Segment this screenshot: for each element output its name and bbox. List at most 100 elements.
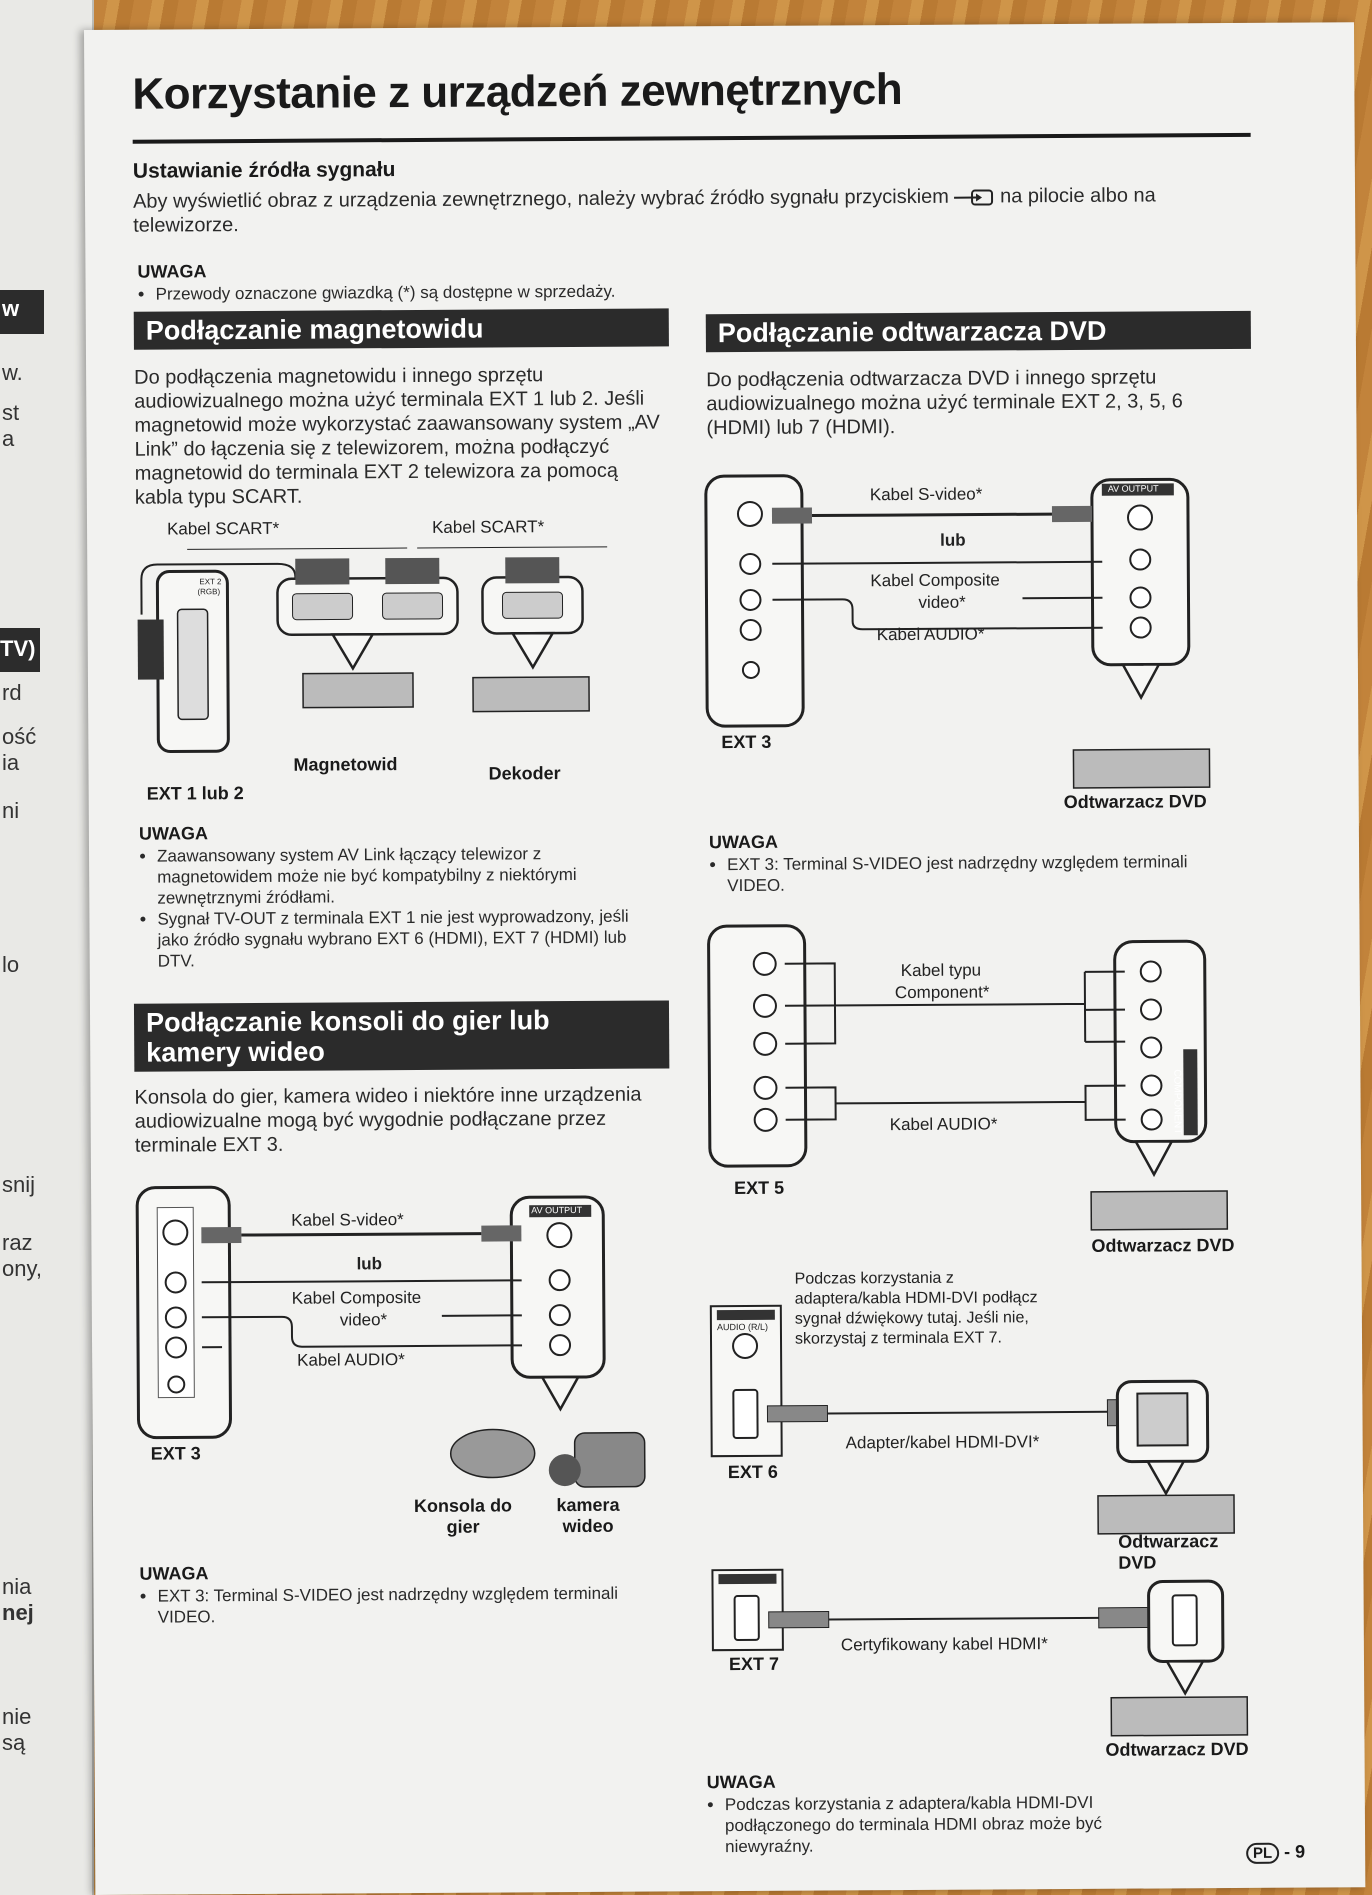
left-fragment: raz: [2, 1230, 33, 1255]
dvd-note1: EXT 3: Terminal S-VIDEO jest nadrzędny w…: [709, 851, 1209, 896]
dvd-svideo-label: Kabel S-video*: [869, 484, 983, 505]
dvd-ext6-port: EXT 6: [727, 1461, 778, 1483]
game-audio-label: Kabel AUDIO*: [297, 1350, 405, 1370]
component-tag: COMPONENT: [1171, 1069, 1183, 1135]
vcr-note-item: Zaawansowany system AV Link łączący tele…: [157, 843, 659, 909]
dvd-av-output: AV OUTPUT: [1107, 483, 1159, 494]
vcr-port-label: EXT 1 lub 2: [146, 783, 244, 804]
device-dekoder: Dekoder: [488, 763, 561, 784]
dvd-ext7-port: EXT 7: [728, 1653, 780, 1675]
left-fragment: nia: [2, 1574, 32, 1599]
dvd-audio-label: Kabel AUDIO*: [876, 624, 985, 645]
left-fragment: ni: [2, 798, 20, 823]
left-fragment: nej: [2, 1600, 34, 1625]
game-diagram-svg: [135, 1185, 646, 1488]
game-note: EXT 3: Terminal S-VIDEO jest nadrzędny w…: [140, 1583, 640, 1628]
left-tab-w: w: [0, 290, 44, 334]
dvd-ext7-diagram: Certyfikowany kabel HDMI* EXT 7 Odtwarza…: [708, 1561, 1259, 1794]
left-fragment: st: [2, 400, 20, 425]
device-magnetowid: Magnetowid: [293, 754, 398, 775]
dvd-composite-label-2: video*: [918, 592, 966, 612]
left-fragment: ony,: [2, 1256, 42, 1281]
device-konsola-line1: Konsola do: [413, 1495, 513, 1517]
dvd-ext3-port: EXT 3: [721, 731, 772, 753]
dvd-note2-item: Podczas korzystania z adaptera/kabla HDM…: [725, 1791, 1187, 1857]
vcr-section-bar: Podłączanie magnetowidu: [133, 308, 669, 350]
vcr-note-heading: UWAGA: [138, 823, 208, 844]
left-fragment: są: [2, 1730, 26, 1755]
dvd-ext6-svg: [709, 1304, 1235, 1535]
vcr-port-rgb: (RGB): [197, 587, 221, 597]
ext6-audio-label: AUDIO (R/L): [716, 1321, 768, 1333]
game-lub-label: lub: [356, 1254, 383, 1274]
ext6-info: Podczas korzystania z adaptera/kabla HDM…: [794, 1269, 1038, 1348]
game-text: Konsola do gier, kamera wideo i niektóre…: [134, 1083, 642, 1157]
page-lang-badge: PL: [1245, 1842, 1280, 1864]
game-note-heading: UWAGA: [139, 1563, 209, 1584]
vcr-diagram-svg: [137, 546, 608, 753]
dvd-ext5-device: Odtwarzacz DVD: [1091, 1234, 1235, 1256]
game-bar-line2: kamery wideo: [146, 1036, 325, 1068]
left-fragment: ość: [2, 724, 37, 749]
signal-heading: Ustawianie źródła sygnału: [132, 158, 396, 183]
left-tab-tv: TV): [0, 628, 40, 672]
game-port-label: EXT 3: [150, 1443, 201, 1464]
left-fragment: w.: [2, 360, 23, 385]
left-fragment: a: [2, 426, 15, 451]
vcr-port-small: EXT 2: [199, 577, 222, 587]
dvd-section-bar: Podłączanie odtwarzacza DVD: [705, 310, 1251, 353]
component-label-2: Component*: [894, 982, 990, 1003]
signal-text: Aby wyświetlić obraz z urządzenia zewnęt…: [133, 183, 1253, 238]
game-bar-line1: Podłączanie konsoli do gier lub: [145, 1005, 550, 1038]
game-diagram: Kabel S-video* lub Kabel Composite video…: [131, 1174, 693, 1547]
previous-page-edge: w w. st a TV) rd ość ia ni lo snij raz o…: [0, 0, 94, 1895]
left-fragment: rd: [2, 680, 22, 705]
dvd-ext3-svg: [704, 474, 1211, 789]
vcr-note: Zaawansowany system AV Link łączący tele…: [139, 843, 660, 972]
note-top-item: Przewody oznaczone gwiazdką (*) są dostę…: [156, 280, 738, 305]
game-composite-label-2: video*: [339, 1310, 388, 1330]
page-number: PL - 9: [1245, 1841, 1306, 1864]
left-fragment: snij: [2, 1172, 36, 1197]
vcr-diagram: Kabel SCART* Kabel SCART* EXT 2 (RGB) Ma…: [127, 516, 689, 819]
ext7-cable-label: Certyfikowany kabel HDMI*: [840, 1634, 1048, 1655]
device-kamera-line1: kamera: [556, 1494, 620, 1516]
game-svideo-label: Kabel S-video*: [291, 1210, 404, 1230]
page-number-value: - 9: [1284, 1841, 1306, 1862]
dvd-ext5-svg: [707, 924, 1229, 1231]
game-composite-label-1: Kabel Composite: [291, 1287, 422, 1308]
device-konsola-line2: gier: [446, 1516, 480, 1537]
dvd-lub-label: lub: [940, 530, 966, 550]
dvd-ext5-port: EXT 5: [734, 1177, 785, 1199]
game-note-item: EXT 3: Terminal S-VIDEO jest nadrzędny w…: [158, 1583, 640, 1628]
dvd-text: Do podłączenia odtwarzacza DVD i innego …: [706, 366, 1183, 440]
vcr-text: Do podłączenia magnetowidu i innego sprz…: [134, 364, 660, 509]
input-source-icon: [954, 188, 994, 206]
signal-text-1: Aby wyświetlić obraz z urządzenia zewnęt…: [132, 185, 950, 213]
manual-page: Korzystanie z urządzeń zewnętrznych Usta…: [84, 22, 1366, 1895]
dvd-note1-heading: UWAGA: [708, 831, 779, 853]
dvd-note1-item: EXT 3: Terminal S-VIDEO jest nadrzędny w…: [727, 851, 1209, 896]
note-top-heading: UWAGA: [137, 261, 207, 282]
dvd-composite-label-1: Kabel Composite: [870, 570, 1000, 591]
page-title: Korzystanie z urządzeń zewnętrznych: [132, 65, 903, 119]
dvd-ext6-diagram: Podczas korzystania z adaptera/kabla HDM…: [707, 1267, 1259, 1573]
dvd-ext7-svg: [711, 1568, 1249, 1737]
game-av-output: AV OUTPUT: [531, 1204, 583, 1216]
left-fragment: nie: [2, 1704, 32, 1729]
component-label-1: Kabel typu: [900, 960, 982, 981]
dvd-ext3-diagram: Kabel S-video* lub Kabel Composite video…: [702, 469, 1254, 812]
left-fragment: lo: [2, 952, 20, 977]
vcr-note-item: Sygnał TV-OUT z terminala EXT 1 nie jest…: [157, 906, 659, 972]
ext5-audio-label: Kabel AUDIO*: [889, 1114, 998, 1135]
dvd-note2-heading: UWAGA: [706, 1771, 776, 1793]
dvd-ext3-device: Odtwarzacz DVD: [1063, 791, 1207, 813]
device-kamera-line2: wideo: [562, 1515, 614, 1537]
left-fragment: ia: [2, 750, 20, 775]
device-kamera: kamera wideo: [543, 1495, 633, 1538]
dvd-ext5-diagram: Kabel typu Component* Kabel AUDIO* COMPO…: [704, 919, 1256, 1262]
title-rule: [132, 132, 1251, 144]
dvd-note2: Podczas korzystania z adaptera/kabla HDM…: [707, 1791, 1187, 1857]
dvd-ext7-device: Odtwarzacz DVD: [1105, 1738, 1249, 1760]
ext6-cable-label: Adapter/kabel HDMI-DVI*: [845, 1432, 1040, 1453]
